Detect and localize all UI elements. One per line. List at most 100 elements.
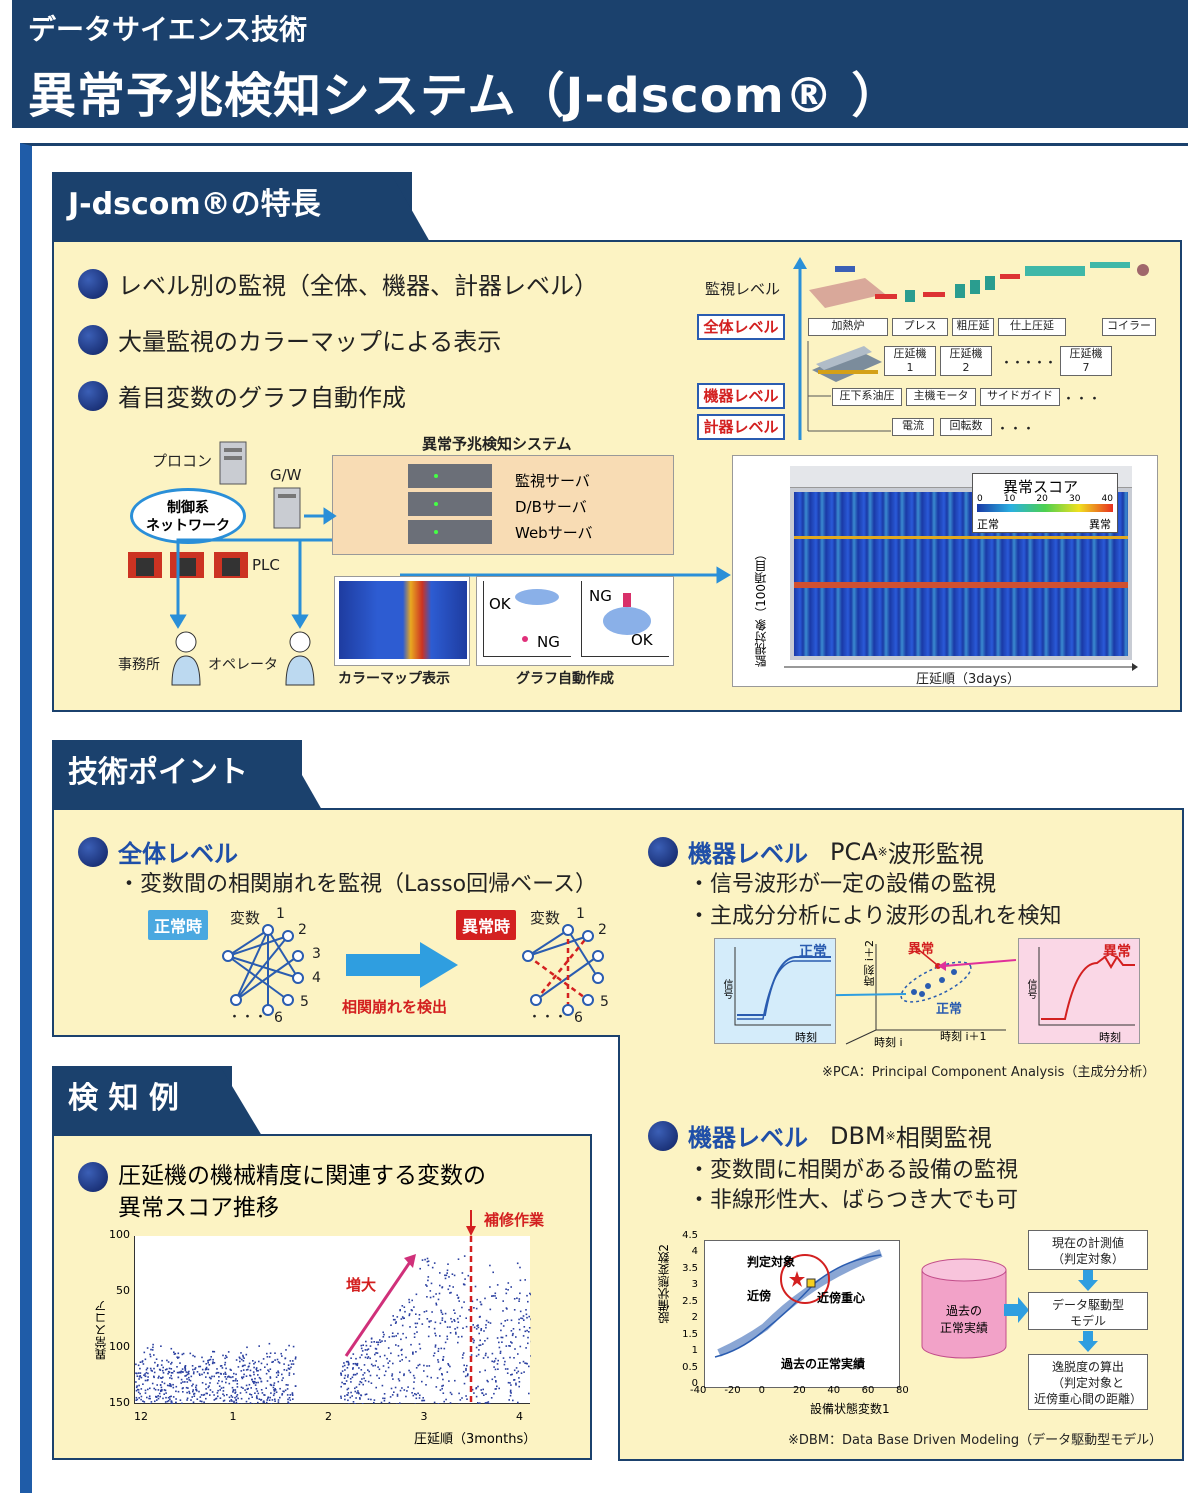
score-point	[476, 1298, 478, 1301]
score-point	[195, 1388, 197, 1391]
score-point	[375, 1348, 378, 1350]
score-point	[463, 1301, 465, 1303]
score-point	[253, 1373, 255, 1376]
score-point	[347, 1361, 350, 1364]
score-point	[289, 1394, 292, 1396]
score-point	[213, 1375, 215, 1378]
score-point	[277, 1401, 280, 1403]
score-point	[346, 1367, 349, 1369]
score-point	[291, 1392, 294, 1394]
score-point	[209, 1382, 211, 1384]
score-point	[277, 1399, 280, 1401]
score-point	[408, 1301, 411, 1304]
score-point	[369, 1357, 371, 1360]
score-point	[493, 1392, 495, 1395]
score-xtick-2: 2	[325, 1410, 332, 1423]
score-point	[358, 1392, 360, 1395]
score-point	[408, 1369, 410, 1372]
score-point	[527, 1342, 529, 1345]
score-point	[505, 1334, 508, 1337]
score-point	[364, 1393, 367, 1396]
score-point	[194, 1355, 196, 1358]
score-point	[164, 1389, 167, 1392]
score-point	[444, 1274, 446, 1277]
score-point	[242, 1360, 245, 1362]
score-point	[360, 1394, 363, 1397]
score-point	[182, 1381, 184, 1383]
score-point	[423, 1311, 426, 1313]
score-point	[397, 1378, 400, 1380]
score-point	[508, 1345, 510, 1347]
instr-current: 電流	[892, 418, 934, 436]
score-point	[267, 1369, 269, 1371]
score-point	[401, 1387, 403, 1389]
score-point	[171, 1402, 174, 1404]
score-point	[186, 1373, 189, 1376]
score-point	[169, 1396, 171, 1398]
score-point	[378, 1368, 381, 1371]
score-point	[416, 1331, 418, 1333]
score-point	[391, 1373, 394, 1375]
score-point	[257, 1374, 259, 1376]
score-point	[160, 1345, 162, 1347]
score-point	[250, 1394, 253, 1396]
pca-normal-waveform: 正常 信号 時刻	[714, 938, 836, 1044]
score-point	[520, 1317, 522, 1319]
score-point	[227, 1351, 230, 1353]
score-point	[403, 1389, 406, 1391]
score-point	[505, 1292, 508, 1295]
score-point	[406, 1390, 408, 1392]
score-point	[274, 1388, 276, 1390]
level-axis-label: 監視レベル	[705, 280, 781, 298]
score-point	[370, 1398, 372, 1401]
score-point	[441, 1373, 443, 1376]
score-point	[230, 1399, 233, 1401]
score-point	[248, 1362, 251, 1365]
score-point	[201, 1382, 204, 1384]
score-point	[176, 1356, 178, 1358]
score-point	[224, 1361, 227, 1364]
score-point	[465, 1325, 468, 1328]
score-point	[194, 1368, 196, 1370]
score-point	[184, 1381, 186, 1383]
score-point	[264, 1394, 266, 1396]
score-point	[472, 1324, 474, 1326]
score-point	[185, 1386, 188, 1389]
score-point	[149, 1397, 151, 1400]
score-point	[208, 1364, 211, 1366]
score-point	[172, 1396, 175, 1398]
score-point	[288, 1368, 291, 1370]
score-point	[377, 1341, 380, 1344]
score-point	[140, 1395, 143, 1398]
score-point	[192, 1372, 195, 1375]
score-point	[158, 1375, 160, 1378]
pca-normal-label: 正常	[799, 944, 827, 960]
score-ytick-1: 100	[109, 1340, 130, 1353]
score-point	[184, 1366, 186, 1368]
score-point	[253, 1403, 255, 1404]
score-xtick-3: 3	[420, 1410, 428, 1423]
score-point	[495, 1381, 497, 1383]
score-point	[455, 1333, 457, 1335]
score-point	[456, 1326, 459, 1329]
score-point	[221, 1380, 223, 1383]
dbm-ytick-7: 3.5	[682, 1262, 698, 1274]
score-point	[395, 1403, 398, 1404]
score-point	[270, 1384, 273, 1387]
score-point	[428, 1326, 430, 1328]
score-point	[418, 1343, 421, 1345]
score-point	[235, 1359, 238, 1361]
score-point	[529, 1292, 531, 1295]
score-point	[230, 1369, 232, 1371]
score-point	[395, 1344, 397, 1346]
level-connectors	[807, 341, 891, 432]
score-point	[526, 1294, 528, 1297]
score-annotations	[344, 1210, 476, 1404]
score-point	[263, 1400, 265, 1402]
score-point	[281, 1394, 283, 1396]
score-point	[485, 1393, 487, 1395]
score-point	[375, 1352, 377, 1354]
score-point	[236, 1386, 239, 1388]
score-point	[376, 1374, 378, 1377]
